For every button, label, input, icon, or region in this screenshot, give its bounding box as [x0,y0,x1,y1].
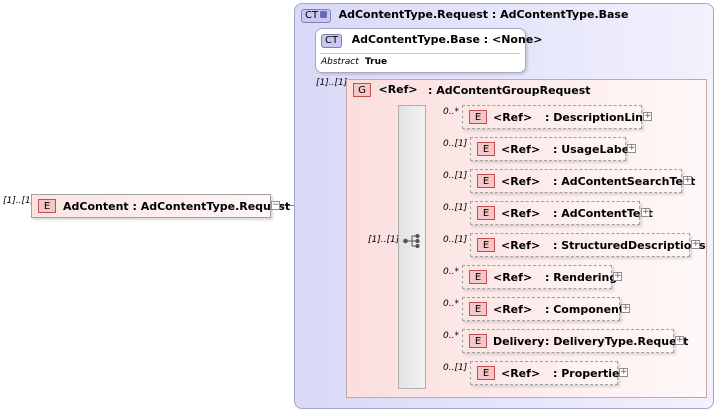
sequence-multiplicity: [1]..[1] [368,235,400,245]
element-name: : DescriptionLine [545,111,651,124]
element-badge: E [469,110,487,124]
element-multiplicity: 0..[1] [443,363,468,373]
element-component[interactable]: E <Ref> : Component [462,297,624,321]
element-name: : Properties [553,367,627,380]
element-ref: <Ref> [493,303,533,316]
base-type-header: CT AdContentType.Base : <None> [321,33,543,48]
element-ref: <Ref> [501,207,541,220]
element-badge: E [477,206,495,220]
element-usagelabel[interactable]: E <Ref> : UsageLabel [470,137,633,161]
collapse-toggle-icon[interactable]: − [271,200,280,210]
element-multiplicity: 0..[1] [443,235,468,245]
base-type-badge: CT [321,34,343,48]
element-multiplicity: 0..[1] [443,203,468,213]
element-badge: E [469,270,487,284]
element-ref: <Ref> [493,271,533,284]
group-multiplicity: [1]..[1] [316,78,348,88]
element-descriptionline[interactable]: E <Ref> : DescriptionLine [462,105,650,129]
expand-icon[interactable]: + [691,239,700,249]
expand-icon[interactable]: + [641,207,650,217]
element-multiplicity: 0..* [443,267,459,277]
element-badge: E [477,366,495,380]
complex-type-header: CT AdContentType.Request : AdContentType… [301,8,628,23]
element-multiplicity: 0..[1] [443,139,468,149]
expand-icon[interactable]: + [619,367,628,377]
root-multiplicity: [1]..[1] [3,196,35,206]
expand-icon[interactable]: + [643,111,652,121]
group-name: : AdContentGroupRequest [428,84,591,97]
element-badge: E [469,334,487,348]
group-ref: <Ref> [378,83,418,96]
element-ref: <Ref> [493,111,533,124]
group-header: G <Ref> [353,83,418,97]
element-properties[interactable]: E <Ref> : Properties [470,361,626,385]
element-delivery[interactable]: E Delivery : DeliveryType.Request [462,329,688,353]
root-element-box[interactable]: E AdContent : AdContentType.Request [31,194,290,218]
base-type-box[interactable]: CT AdContentType.Base : <None> Abstract … [315,28,543,73]
element-ref: <Ref> [501,239,541,252]
element-ref: <Ref> [501,175,541,188]
element-name: : Rendering [545,271,618,284]
element-badge: E [477,174,495,188]
element-multiplicity: 0..* [443,299,459,309]
expand-icon[interactable]: + [675,335,684,345]
abstract-attr-value: True [365,57,388,67]
element-adcontenttext[interactable]: E <Ref> : AdContentText [470,201,653,225]
element-name: : UsageLabel [553,143,634,156]
element-multiplicity: 0..* [443,107,459,117]
group-badge: G [353,83,371,97]
extension-icon [320,11,328,18]
element-multiplicity: 0..* [443,331,459,341]
element-rendering[interactable]: E <Ref> : Rendering [462,265,617,289]
expand-icon[interactable]: + [621,303,630,313]
element-badge: E [477,238,495,252]
element-multiplicity: 0..[1] [443,171,468,181]
element-ref: Delivery [493,335,545,348]
base-type-divider [320,53,520,54]
element-name: : Component [545,303,625,316]
element-name: : StructuredDescriptions [553,239,706,252]
complex-type-badge: CT [301,9,332,23]
element-name: : AdContentSearchText [553,175,696,188]
expand-icon[interactable]: + [683,175,692,185]
element-ref: <Ref> [501,143,541,156]
element-badge: E [477,142,495,156]
element-badge: E [38,199,56,213]
element-name: : DeliveryType.Request [545,335,689,348]
element-badge: E [469,302,487,316]
element-adcontentsearchtext[interactable]: E <Ref> : AdContentSearchText [470,169,695,193]
expand-icon[interactable]: + [627,143,636,153]
root-element-label: AdContent : AdContentType.Request [63,200,291,213]
sequence-compositor[interactable] [398,105,426,389]
abstract-attr-name: Abstract [321,57,359,67]
element-ref: <Ref> [501,367,541,380]
element-structureddescriptions[interactable]: E <Ref> : StructuredDescriptions [470,233,706,257]
sequence-icon [403,234,420,248]
base-type-title: AdContentType.Base : <None> [351,33,543,46]
element-name: : AdContentText [553,207,653,220]
complex-type-title: AdContentType.Request : AdContentType.Ba… [338,8,629,21]
expand-icon[interactable]: + [613,271,622,281]
